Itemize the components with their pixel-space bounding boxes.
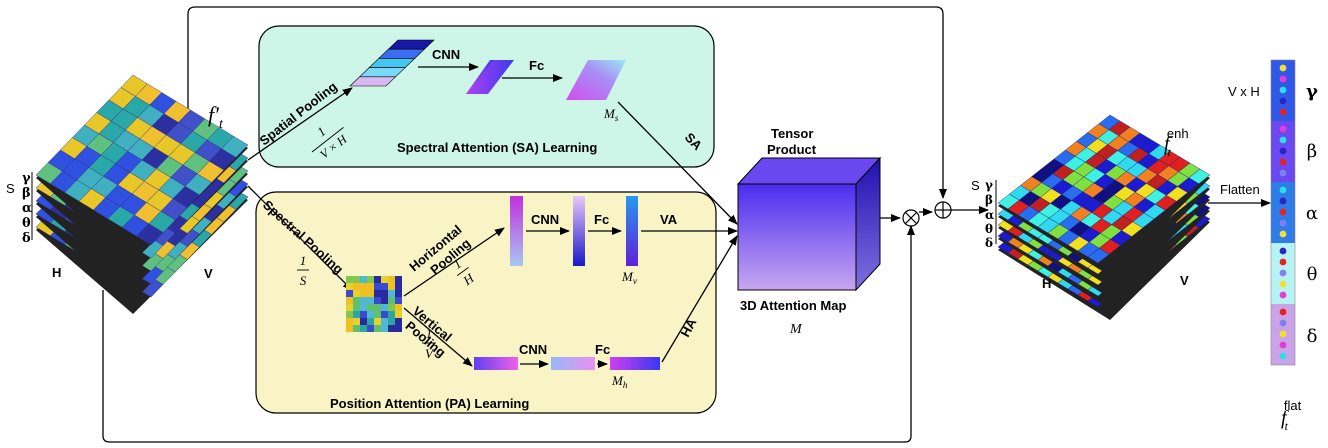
horizontal-pooling-arrow [403,227,505,297]
ha-pooled-bar [474,357,518,370]
multiply-op [902,209,920,227]
position-attention-box [255,191,717,414]
va-fc-bar [626,196,638,266]
input-feature-label: f′t [208,102,224,132]
flatten-label: Flatten [1220,182,1260,197]
flat-output-label: ftflat [1281,398,1302,433]
input-axis-s: S [6,181,15,196]
top-skip-line [187,6,947,199]
va-pooled-bar [510,196,523,266]
add-op [934,201,952,219]
input-band-beta: β [22,186,31,201]
va-output-label: Mv [621,269,637,286]
enh-band-delta: δ [985,236,993,250]
sa-cnn-label: CNN [432,47,460,62]
enhanced-axis-v: V [1180,273,1189,288]
svg-text:S: S [300,273,307,288]
spatial-pooling-arrow [247,87,353,161]
attention-map-symbol: M [789,322,803,337]
enh-band-beta: β [985,193,993,207]
sa-arrow [617,101,738,225]
input-band-labels: γ β α θ δ [22,171,32,246]
spectral-pooling-fraction: 1 S [297,253,309,288]
vertical-pooling-fraction: 1 V [422,326,436,361]
vxh-label: V x H [1228,84,1260,99]
spectral-pooled-grid [346,276,402,332]
input-feature-stack [35,74,249,314]
ha-output-label: Mh [611,373,628,390]
enhanced-axis-h: H [1042,276,1051,291]
sa-cnn-output-fill [466,60,514,94]
ha-fc-bar [610,357,660,370]
flat-band-beta: β [1307,141,1317,162]
flat-band-theta: θ [1307,264,1318,285]
bottom-skip-line [102,225,915,443]
tensor-title-1: Tensor [771,126,813,141]
flattened-band-labels: γ β α θ δ [1306,81,1318,347]
svg-text:1: 1 [300,253,307,268]
tensor-title-2: Product [767,142,817,157]
enh-band-theta: θ [985,222,993,236]
vertical-pooling-arrow [403,307,473,367]
ha-cnn-bar [551,357,595,370]
input-band-delta: δ [22,231,31,246]
input-axis-v: V [204,266,213,281]
enhanced-feature-stack [997,114,1211,320]
va-cnn-bar [573,196,585,266]
svg-text:V: V [425,346,435,361]
enh-band-alpha: α [985,208,994,222]
ha-arrow [661,235,738,363]
spectral-pooling-arrow [247,185,353,291]
flat-band-delta: δ [1307,326,1318,347]
sa-title: Spectral Attention (SA) Learning [397,140,597,155]
va-cnn-label: CNN [531,212,559,227]
enhanced-feature-label: ftenh [1164,126,1189,159]
flat-band-alpha: α [1306,203,1318,224]
va-arrow-label: VA [660,212,678,227]
flattened-vector [1270,59,1296,366]
enh-band-gamma: γ [985,178,993,192]
input-band-alpha: α [22,201,32,216]
pa-title: Position Attention (PA) Learning [330,396,529,411]
attention-map-label: 3D Attention Map [740,298,846,313]
ha-fc-label: Fc [595,342,610,357]
enhanced-band-labels: γ β α θ δ [985,178,994,250]
ha-cnn-label: CNN [519,342,547,357]
tensor-product-cube [736,156,882,292]
sa-fc-label: Fc [529,58,544,73]
input-axis-h: H [52,265,61,280]
input-band-gamma: γ [22,171,31,186]
svg-text:1: 1 [426,326,433,341]
flat-band-gamma: γ [1306,81,1318,102]
input-band-theta: θ [22,216,31,231]
enhanced-axis-s: S [971,178,980,193]
sa-fc-output [566,60,626,100]
spatial-pooled-strip [349,39,435,87]
sa-output-label: Ms [603,106,619,123]
va-fc-label: Fc [594,212,609,227]
